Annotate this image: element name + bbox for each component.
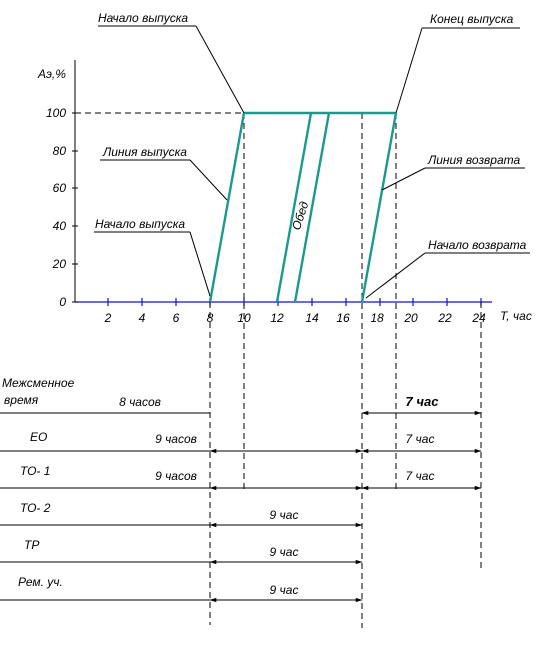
label-start-release-bottom: Начало выпуска [95, 217, 185, 231]
x-tick-label: 18 [370, 311, 384, 325]
return-line [360, 112, 398, 303]
y-tick-0: 0 [59, 295, 78, 309]
y-tick-40: 40 [53, 219, 78, 233]
row-label-to2: ТО- 2 [20, 501, 51, 515]
duration-eo-right: 7 час [406, 432, 435, 446]
row-label-intershift-line2: время [4, 393, 39, 407]
duration-to2: 9 час [270, 508, 299, 522]
duration-intershift-left: 8 часов [119, 395, 161, 409]
label-release-line: Линия выпуска [102, 145, 187, 159]
x-tick-22: 22 [437, 298, 452, 325]
y-axis-label: Аэ,% [37, 67, 66, 81]
chart-axes: Аэ,% Т, час [37, 60, 532, 323]
row-label-rem: Рем. уч. [18, 575, 63, 589]
vertical-guides [209, 113, 482, 628]
x-tick-2: 2 [104, 298, 112, 325]
x-tick-20: 20 [403, 298, 418, 325]
x-tick-label: 16 [336, 311, 350, 325]
y-tick-label: 100 [46, 106, 66, 120]
x-tick-label: 20 [403, 311, 418, 325]
x-tick-label: 22 [437, 311, 452, 325]
y-tick-label: 20 [52, 257, 67, 271]
schedule-table: Межсменное время ЕО ТО- 1 ТО- 2 ТР Рем. … [0, 376, 482, 603]
x-tick-label: 6 [173, 311, 180, 325]
annotation-labels: Начало выпуска Конец выпуска Линия выпус… [95, 11, 527, 252]
y-tick-80: 80 [53, 144, 78, 158]
x-tick-4: 4 [139, 298, 146, 325]
x-tick-label: 4 [139, 311, 146, 325]
y-tick-20: 20 [52, 257, 78, 271]
series-lines [208, 111, 398, 303]
y-tick-label: 0 [59, 295, 66, 309]
x-tick-18: 18 [370, 298, 384, 325]
row-label-eo: ЕО [30, 430, 47, 444]
duration-rem: 9 час [270, 583, 299, 597]
row-label-to1: ТО- 1 [20, 464, 50, 478]
release-line [208, 112, 246, 303]
lunch-end-line [293, 112, 331, 303]
y-tick-label: 40 [53, 219, 67, 233]
x-tick-16: 16 [336, 298, 350, 325]
x-tick-6: 6 [173, 298, 180, 325]
x-axis-label: Т, час [500, 309, 532, 323]
x-tick-label: 24 [471, 311, 486, 325]
y-tick-label: 80 [53, 144, 67, 158]
y-tick-label: 60 [53, 181, 67, 195]
duration-to1-right: 7 час [406, 469, 435, 483]
leader-lines [94, 25, 530, 299]
y-ticks: 0 20 40 60 80 100 [46, 106, 78, 309]
duration-tr: 9 час [270, 545, 299, 559]
label-start-return: Начало возврата [428, 238, 527, 252]
x-tick-label: 14 [305, 311, 319, 325]
label-start-release-top: Начало выпуска [98, 11, 188, 25]
label-end-release: Конец выпуска [430, 12, 514, 26]
duration-intershift-right: 7 час [406, 394, 440, 409]
label-return-line: Линия возврата [427, 153, 521, 167]
y-tick-100: 100 [46, 106, 78, 120]
duration-eo-left: 9 часов [155, 432, 197, 446]
row-label-tr: ТР [24, 538, 39, 552]
duration-to1-left: 9 часов [155, 469, 197, 483]
x-tick-14: 14 [305, 298, 319, 325]
y-tick-60: 60 [53, 181, 78, 195]
x-tick-label: 12 [270, 311, 284, 325]
x-tick-label: 2 [104, 311, 112, 325]
lunch-start-line [275, 112, 313, 303]
row-label-intershift-line1: Межсменное [2, 376, 75, 390]
